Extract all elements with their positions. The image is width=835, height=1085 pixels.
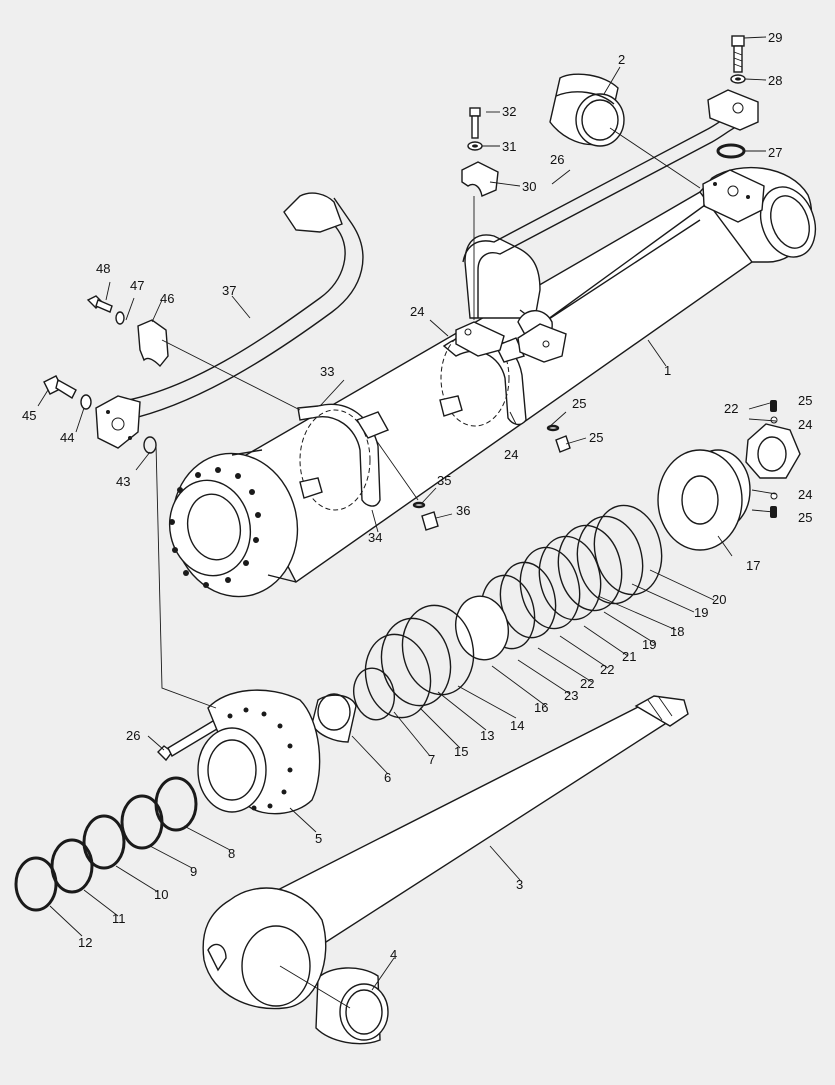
- callout-label: 1: [664, 363, 671, 378]
- small-hardware: [43, 35, 778, 762]
- callout-label: 24: [504, 447, 518, 462]
- callout-label: 17: [746, 558, 760, 573]
- callout-label: 34: [368, 530, 382, 545]
- tube-clamp-rear: [297, 403, 389, 511]
- callout-label: 24: [798, 487, 812, 502]
- callout-label: 22: [724, 401, 738, 416]
- callout-label: 36: [456, 503, 470, 518]
- callout-label: 8: [228, 846, 235, 861]
- callout-label: 16: [534, 700, 548, 715]
- callout-label: 33: [320, 364, 334, 379]
- callout-label: 11: [112, 911, 126, 926]
- callout-label: 22: [600, 662, 614, 677]
- cylinder-head: [14, 689, 321, 912]
- callout-label: 19: [642, 637, 656, 652]
- bushing-2: [549, 73, 625, 147]
- callout-label: 46: [160, 291, 174, 306]
- callout-label: 45: [22, 408, 36, 423]
- piston: [657, 449, 751, 551]
- callout-label: 24: [410, 304, 424, 319]
- callout-label: 25: [572, 396, 586, 411]
- callout-label: 44: [60, 430, 74, 445]
- callout-label: 43: [116, 474, 130, 489]
- callout-label: 15: [454, 744, 468, 759]
- callout-label: 7: [428, 752, 435, 767]
- part-number-labels: 29 28 27 2 32 31 30 26 24 1 25 25 24 33 …: [22, 30, 812, 962]
- callout-label: 14: [510, 718, 524, 733]
- piston-rod: [202, 695, 689, 1010]
- piston-rings: [311, 504, 663, 743]
- callout-label: 30: [522, 179, 536, 194]
- callout-label: 4: [390, 947, 397, 962]
- callout-label: 32: [502, 104, 516, 119]
- callout-label: 20: [712, 592, 726, 607]
- callout-label: 2: [618, 52, 625, 67]
- callout-label: 48: [96, 261, 110, 276]
- cylinder-tube: [168, 166, 817, 598]
- callout-label: 26: [126, 728, 140, 743]
- callout-label: 9: [190, 864, 197, 879]
- callout-label: 24: [798, 417, 812, 432]
- callout-label: 25: [798, 393, 812, 408]
- callout-label: 31: [502, 139, 516, 154]
- callout-label: 25: [798, 510, 812, 525]
- leader-lines: [37, 36, 777, 1009]
- callout-label: 3: [516, 877, 523, 892]
- callout-label: 23: [564, 688, 578, 703]
- callout-label: 18: [670, 624, 684, 639]
- callout-label: 21: [622, 649, 636, 664]
- callout-label: 25: [589, 430, 603, 445]
- callout-label: 13: [480, 728, 494, 743]
- hydraulic-pipe-42: [95, 192, 364, 449]
- callout-label: 47: [130, 278, 144, 293]
- callout-label: 29: [768, 30, 782, 45]
- hydraulic-pipe-31: [455, 89, 759, 363]
- callout-label: 35: [437, 473, 451, 488]
- callout-label: 28: [768, 73, 782, 88]
- callout-label: 22: [580, 676, 594, 691]
- callout-label: 26: [550, 152, 564, 167]
- callout-label: 37: [222, 283, 236, 298]
- lock-nut: [745, 423, 801, 479]
- callout-label: 12: [78, 935, 92, 950]
- bushing-4: [315, 967, 389, 1045]
- callout-label: 6: [384, 770, 391, 785]
- callout-label: 19: [694, 605, 708, 620]
- callout-label: 10: [154, 887, 168, 902]
- callout-label: 5: [315, 831, 322, 846]
- callout-label: 27: [768, 145, 782, 160]
